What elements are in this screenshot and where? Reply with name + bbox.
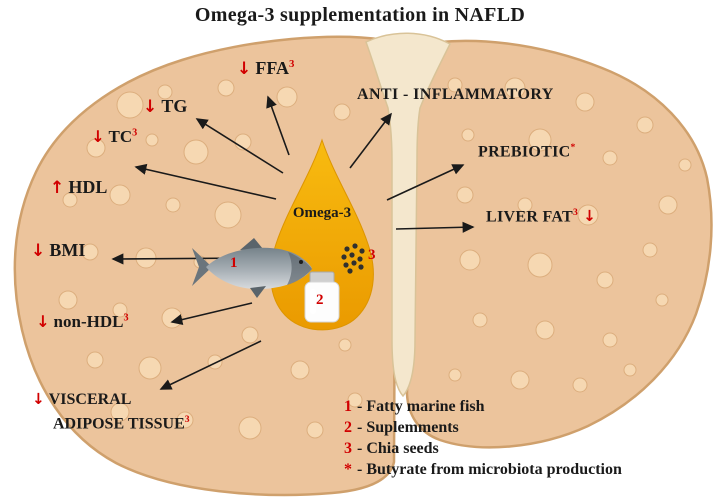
effect-label-prebiotic: PREBIOTIC*	[478, 142, 576, 161]
down-arrow-icon: ↓	[143, 97, 158, 117]
effect-label-tg: ↓TG	[143, 96, 187, 117]
legend-marker: 2	[344, 419, 352, 436]
down-arrow-icon: ↓	[91, 127, 105, 146]
effect-text: ANTI - INFLAMMATORY	[357, 86, 554, 103]
legend-marker: 1	[344, 398, 352, 415]
supplement-marker-number: 2	[316, 292, 324, 308]
omega3-droplet-label: Omega-3	[292, 205, 352, 221]
omega3-droplet-icon	[270, 138, 374, 331]
effect-label-non-hdl: ↓non-HDL3	[36, 312, 129, 332]
down-arrow-icon: ↓	[36, 312, 50, 331]
falciform-ligament-icon	[365, 32, 451, 398]
chia-seeds-icon	[341, 243, 365, 274]
effect-label-anti-inflammatory: ANTI - INFLAMMATORY	[357, 86, 554, 104]
effect-text: non-HDL	[53, 312, 124, 331]
effect-text-line2: ADIPOSE TISSUE	[53, 415, 185, 433]
legend-marker: *	[344, 461, 352, 478]
effect-label-liver-fat: LIVER FAT3 ↓	[486, 207, 596, 226]
effect-text: BMI	[49, 240, 86, 260]
superscript: 3	[184, 414, 190, 425]
superscript: *	[570, 142, 576, 153]
superscript: 3	[573, 207, 579, 218]
legend-item-chia: 3 - Chia seeds	[344, 438, 622, 459]
effect-label-bmi: ↓BMI	[31, 240, 85, 261]
legend-text: - Suplemments	[357, 419, 459, 436]
legend-marker: 3	[344, 440, 352, 457]
chia-marker-number: 3	[368, 247, 376, 263]
effect-label-ffa: ↓FFA3	[237, 58, 294, 79]
legend-text: - Fatty marine fish	[357, 398, 485, 415]
diagram-title: Omega-3 supplementation in NAFLD	[194, 4, 526, 26]
legend-text: - Butyrate from microbiota production	[357, 461, 622, 478]
superscript: 3	[288, 58, 295, 70]
down-arrow-icon: ↓	[237, 59, 252, 79]
fish-marker-number: 1	[230, 255, 238, 271]
down-arrow-icon: ↓	[31, 241, 46, 261]
effect-text: LIVER FAT	[486, 208, 574, 226]
liver-spots	[58, 77, 692, 440]
effect-text-line1: VISCERAL	[48, 391, 132, 408]
effect-text: TG	[161, 96, 188, 116]
down-arrow-icon: ↓	[32, 390, 45, 408]
down-arrow-icon: ↓	[583, 207, 597, 226]
effect-arrows	[111, 95, 475, 390]
up-arrow-icon: ↑	[50, 178, 65, 198]
effect-label-tc: ↓TC3	[91, 127, 137, 147]
effect-label-visceral-adipose-tissue: ↓VISCERAL ADIPOSE TISSUE3	[32, 389, 262, 434]
superscript: 3	[132, 127, 138, 139]
effect-text: PREBIOTIC	[478, 143, 571, 161]
fish-icon	[192, 238, 312, 298]
effect-text: TC	[108, 127, 133, 146]
legend-item-supplements: 2 - Suplemments	[344, 417, 622, 438]
effect-text: FFA	[255, 58, 289, 78]
legend-item-fish: 1 - Fatty marine fish	[344, 396, 622, 417]
effect-text: HDL	[68, 177, 108, 197]
legend-text: - Chia seeds	[357, 440, 439, 457]
legend: 1 - Fatty marine fish 2 - Suplemments 3 - C…	[344, 396, 622, 480]
right-lobe	[405, 39, 713, 449]
effect-label-hdl: ↑HDL	[50, 177, 107, 198]
superscript: 3	[123, 312, 129, 324]
supplement-bottle-icon	[304, 271, 340, 323]
legend-item-butyrate: * - Butyrate from microbiota production	[344, 459, 622, 480]
